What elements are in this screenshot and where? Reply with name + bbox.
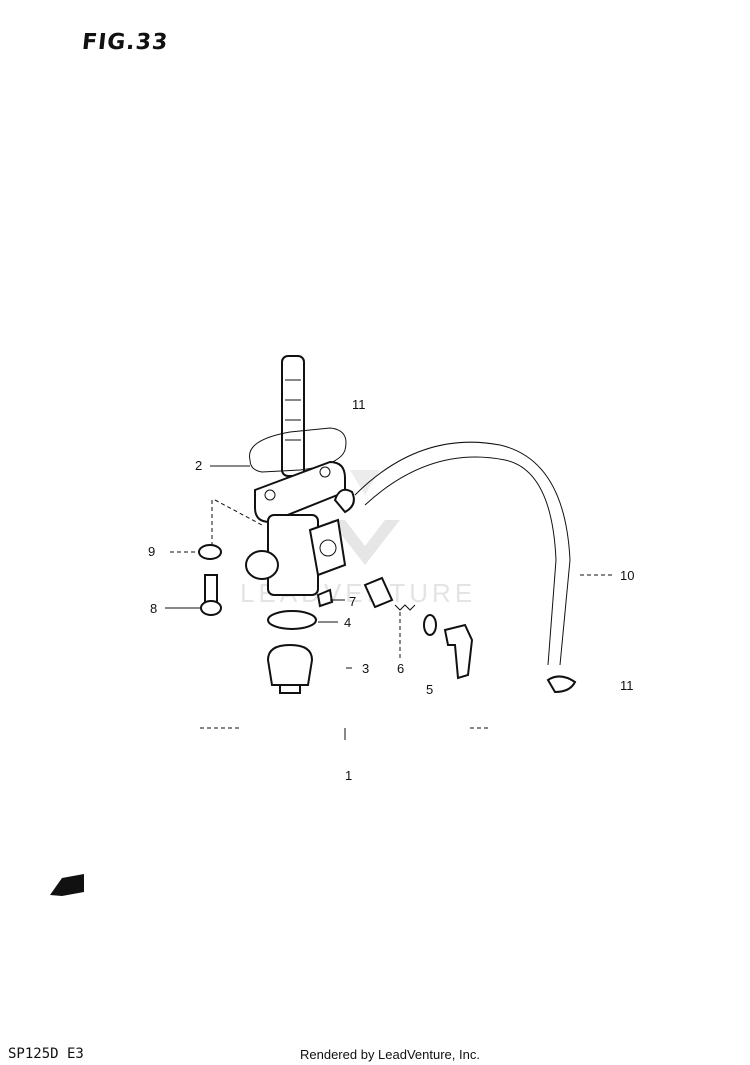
part-1-baseline — [200, 727, 490, 740]
callout-8: 8 — [150, 601, 157, 616]
part-spring-6 — [394, 604, 416, 611]
model-code: SP125D E3 — [8, 1046, 84, 1062]
callout-6: 6 — [397, 661, 404, 676]
leader-lines — [165, 465, 615, 669]
callout-7: 7 — [349, 594, 356, 609]
part-clamp-11-bottom — [546, 675, 577, 694]
callout-3: 3 — [362, 661, 369, 676]
callout-5: 5 — [426, 682, 433, 697]
part-washer-9 — [198, 544, 222, 560]
callout-11-bottom: 11 — [620, 678, 634, 693]
front-arrow-icon — [50, 874, 84, 896]
part-screw-8 — [200, 574, 222, 616]
part-screw-7 — [316, 588, 334, 608]
callout-9: 9 — [148, 544, 155, 559]
callout-2: 2 — [195, 458, 202, 473]
callout-4: 4 — [344, 615, 351, 630]
callout-10: 10 — [620, 568, 634, 583]
callout-11-top: 11 — [352, 397, 366, 412]
part-fuel-hose — [354, 441, 571, 666]
callout-1: 1 — [345, 768, 352, 783]
part-clamp-11-top — [333, 488, 355, 514]
part-sediment-cup — [266, 643, 314, 694]
part-o-ring — [267, 610, 317, 630]
part-fuel-cock-body — [245, 460, 347, 596]
render-credit: Rendered by LeadVenture, Inc. — [300, 1047, 480, 1062]
part-fuel-strainer — [249, 355, 347, 477]
part-lever-5 — [363, 576, 474, 680]
